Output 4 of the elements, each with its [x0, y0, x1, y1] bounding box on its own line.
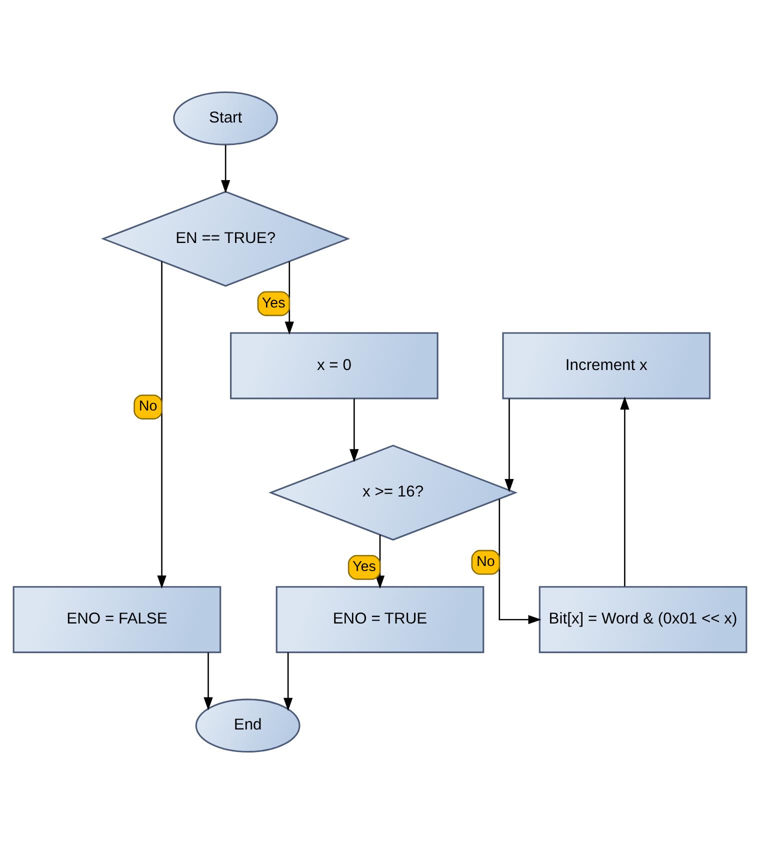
edge-label: No	[138, 398, 158, 414]
edge-label: No	[476, 554, 495, 570]
edge-label: Yes	[262, 294, 286, 311]
edge-label: Yes	[352, 558, 376, 575]
